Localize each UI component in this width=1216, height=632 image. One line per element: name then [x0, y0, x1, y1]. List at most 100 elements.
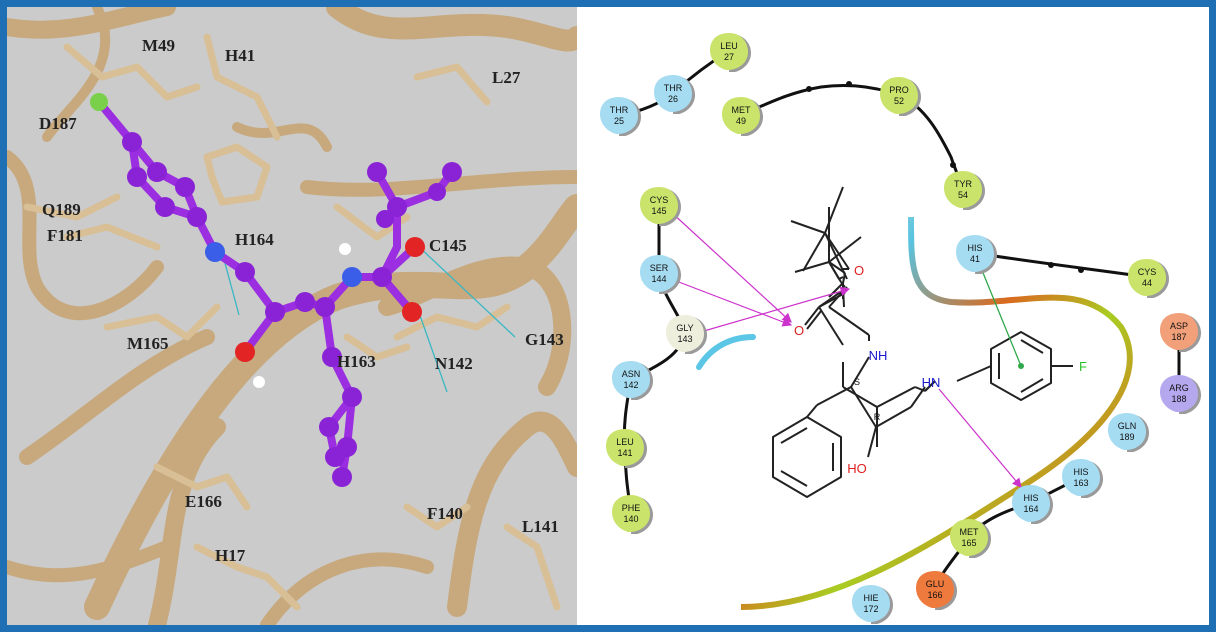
- residue-name: HIS: [1073, 467, 1088, 477]
- residue-number: 142: [623, 380, 638, 390]
- residue-shape: [1012, 485, 1050, 522]
- stereo-r: R: [874, 412, 881, 422]
- residue-shape: [666, 315, 704, 352]
- residue-shape: [852, 585, 890, 622]
- residue-label-l141: L141: [522, 517, 559, 536]
- residue-shape: [600, 97, 638, 134]
- ligand-bonds-2d: [790, 186, 926, 458]
- ring-centroid: [1018, 363, 1024, 369]
- residue-name: HIS: [1023, 493, 1038, 503]
- residue-name: TYR: [954, 179, 973, 189]
- residue-number: 140: [623, 514, 638, 524]
- atom-ho: HO: [847, 461, 867, 476]
- residue-shape: [612, 361, 650, 398]
- protein-ribbons: [7, 7, 577, 625]
- residue-name: ARG: [1169, 383, 1189, 393]
- residue-label-h172: H17: [215, 546, 246, 565]
- residue-label-h164: H164: [235, 230, 274, 249]
- residue-number: 188: [1171, 394, 1186, 404]
- residue-number: 189: [1119, 432, 1134, 442]
- pi-stacking-line: [978, 262, 1022, 367]
- residue-shape: [1108, 413, 1146, 450]
- residue-label-f181: F181: [47, 226, 83, 245]
- residue-number: 165: [961, 538, 976, 548]
- residue-number: 54: [958, 190, 968, 200]
- residue-shape: [1128, 259, 1166, 296]
- residue-shape: [654, 75, 692, 112]
- residue-name: ASP: [1170, 321, 1188, 331]
- atom-ester-o: O: [854, 263, 864, 278]
- residue-number: 143: [677, 334, 692, 344]
- atom-nh: NH: [869, 348, 888, 363]
- residue-shape: [1160, 375, 1198, 412]
- residue-name: HIS: [967, 243, 982, 253]
- residue-shape: [640, 255, 678, 292]
- residue-number: 44: [1142, 278, 1152, 288]
- interaction-diagram-svg: O O NH HN HO F S R THR25THR26LEU27MET49P…: [600, 33, 1201, 624]
- residue-name: CYS: [650, 195, 669, 205]
- pocket-outline: [740, 216, 1133, 610]
- residue-shape: [1062, 459, 1100, 496]
- residue-name: PHE: [622, 503, 641, 513]
- residue-number: 166: [927, 590, 942, 600]
- residue-number: 49: [736, 116, 746, 126]
- residue-number: 172: [863, 604, 878, 614]
- residue-label-q189: Q189: [42, 200, 81, 219]
- residue-number: 144: [651, 274, 666, 284]
- ligand-atom-labels: O O NH HN HO F S R: [794, 263, 1087, 476]
- residue-name: MET: [960, 527, 980, 537]
- residue-label-n142: N142: [435, 354, 473, 373]
- residue-label-l27: L27: [492, 68, 521, 87]
- residue-shape: [880, 77, 918, 114]
- residue-nodes: THR25THR26LEU27MET49PRO52TYR54CYS145SER1…: [600, 33, 1201, 624]
- residue-number: 145: [651, 206, 666, 216]
- residue-number: 187: [1171, 332, 1186, 342]
- residue-label-c145: C145: [429, 236, 467, 255]
- residue-shape: [612, 495, 650, 532]
- residue-name: GLN: [1118, 421, 1137, 431]
- chain-dots: [806, 81, 1084, 273]
- atom-fluorine: F: [1079, 359, 1087, 374]
- residue-number: 26: [668, 94, 678, 104]
- residue-shape: [956, 235, 994, 272]
- residue-shape: [606, 429, 644, 466]
- residue-label-f140: F140: [427, 504, 463, 523]
- residue-shape: [722, 97, 760, 134]
- residue-shape: [1160, 313, 1198, 350]
- residue-shape: [640, 187, 678, 224]
- residue-name: PRO: [889, 85, 909, 95]
- residue-name: LEU: [616, 437, 634, 447]
- residue-number: 27: [724, 52, 734, 62]
- atom-hn: HN: [922, 375, 941, 390]
- residue-label-m49: M49: [142, 36, 175, 55]
- residue-number: 52: [894, 96, 904, 106]
- residue-number: 141: [617, 448, 632, 458]
- residue-number: 163: [1073, 478, 1088, 488]
- residue-chains: [618, 49, 1181, 590]
- residue-name: LEU: [720, 41, 738, 51]
- residue-shape: [950, 519, 988, 556]
- stereo-s: S: [854, 377, 860, 387]
- residue-name: SER: [650, 263, 669, 273]
- residue-name: THR: [664, 83, 683, 93]
